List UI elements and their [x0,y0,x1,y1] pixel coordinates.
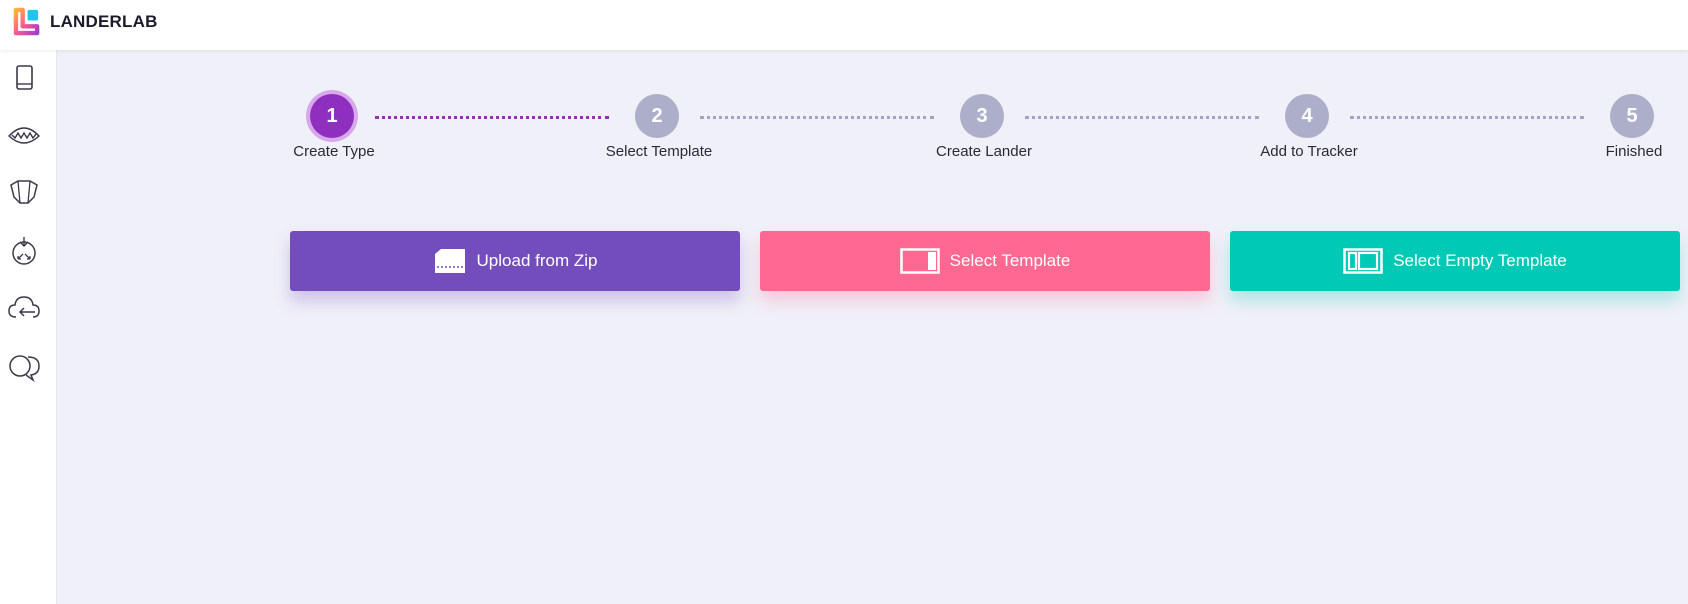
sidebar-item-domains[interactable] [6,174,42,210]
sidebar-item-landers[interactable] [6,60,42,96]
tablet-icon [16,65,33,90]
select-empty-template-label: Select Empty Template [1393,251,1567,270]
step-connector-4 [1350,116,1584,119]
sidebar-item-publish[interactable] [6,290,42,326]
upload-from-zip-button[interactable]: Upload from Zip [290,231,740,291]
step-number: 5 [1610,94,1654,138]
select-empty-template-button[interactable]: Select Empty Template [1230,231,1680,291]
sidebar-item-analytics[interactable] [6,117,42,153]
sidebar [0,50,57,604]
template-layout-icon [899,248,940,274]
shield-icon [10,180,38,204]
step-label: Select Template [605,143,713,160]
cloud-icon [8,296,40,318]
step-number: 4 [1285,94,1329,138]
select-template-label: Select Template [949,251,1071,270]
step-number: 1 [310,94,354,138]
step-label: Create Lander [936,143,1032,160]
select-template-button[interactable]: Select Template [760,231,1210,291]
step-connector-3 [1025,116,1259,119]
step-label: Create Type [293,143,375,160]
sidebar-item-support[interactable] [6,348,42,384]
chat-bubbles-icon [9,355,40,383]
step-label: Add to Tracker [1260,143,1358,160]
step-number: 2 [635,94,679,138]
empty-template-icon [1343,248,1383,274]
brand-name: LANDERLAB [50,11,158,31]
top-bar: LANDERLAB [0,0,1688,50]
step-connector-1 [375,116,609,119]
step-number: 3 [960,94,1004,138]
step-connector-2 [700,116,934,119]
compass-icon [12,237,36,265]
upload-from-zip-label: Upload from Zip [476,251,598,270]
step-label: Finished [1605,143,1663,160]
zip-file-icon [433,247,467,275]
brand[interactable]: LANDERLAB [13,7,158,36]
wave-icon [8,127,40,144]
sidebar-item-integrations[interactable] [6,233,42,269]
main-content: 1 Create Type 2 Select Template 3 Create… [57,50,1688,604]
landerlab-logo [13,7,40,36]
